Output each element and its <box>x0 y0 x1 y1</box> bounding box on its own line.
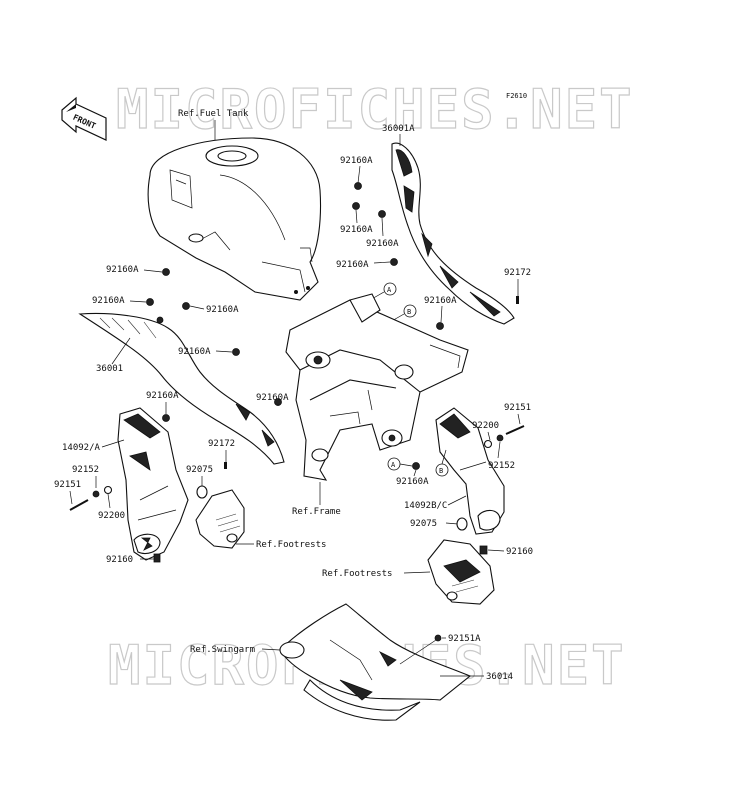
label-92160a-r3: 92160A <box>366 239 399 249</box>
front-arrow-icon: FRONT <box>61 96 107 141</box>
marker-b-right: B <box>435 463 449 477</box>
label-92151-l: 92151 <box>54 480 81 490</box>
label-92160a-r4: 92160A <box>336 260 369 270</box>
bolt-icon <box>434 634 442 642</box>
heel-guard-left-drawing <box>117 407 189 561</box>
label-36001a: 36001A <box>382 124 415 134</box>
label-92075-r: 92075 <box>410 519 437 529</box>
grommet-icon <box>153 553 161 563</box>
label-92151-r: 92151 <box>504 403 531 413</box>
label-92160a-l2: 92160A <box>92 296 125 306</box>
svg-text:A: A <box>387 286 392 294</box>
fuel-tank-drawing <box>147 137 322 301</box>
label-92160a-r5: 92160A <box>424 296 457 306</box>
frame-drawing <box>285 293 469 481</box>
side-cover-36001a-drawing <box>391 142 515 325</box>
label-92152-l: 92152 <box>72 465 99 475</box>
footrest-left-drawing <box>195 489 245 549</box>
label-92160a-l5: 92160A <box>146 391 179 401</box>
grommet-icon <box>412 462 420 470</box>
label-ref-fuel-tank: Ref.Fuel Tank <box>178 109 249 119</box>
label-92160a-l3: 92160A <box>206 305 239 315</box>
label-92160a-r2: 92160A <box>340 225 373 235</box>
label-36001: 36001 <box>96 364 123 374</box>
label-14092a: 14092/A <box>62 443 101 453</box>
label-ref-swingarm: Ref.Swingarm <box>190 645 255 655</box>
damper-icon <box>196 485 208 499</box>
grommet-icon <box>146 268 282 422</box>
label-92152-r: 92152 <box>488 461 515 471</box>
label-92160a-l1: 92160A <box>106 265 139 275</box>
watermark-top: MICROFICHES.NET <box>116 78 634 141</box>
label-14092bc: 14092B/C <box>404 501 447 511</box>
label-ref-footrests-l: Ref.Footrests <box>256 540 326 550</box>
label-ref-footrests-r: Ref.Footrests <box>322 569 392 579</box>
svg-text:B: B <box>439 467 443 475</box>
label-92160-l: 92160 <box>106 555 133 565</box>
label-92160-r: 92160 <box>506 547 533 557</box>
label-92160a-l4: 92160A <box>178 347 211 357</box>
grommet-icon <box>352 182 519 330</box>
side-cover-36001-drawing <box>78 312 285 465</box>
svg-text:B: B <box>407 308 411 316</box>
footrest-right-drawing <box>427 539 495 605</box>
bolt-icon <box>483 425 525 449</box>
label-92200-r: 92200 <box>472 421 499 431</box>
label-92200-l: 92200 <box>98 511 125 521</box>
label-92160a-c1: 92160A <box>256 393 289 403</box>
label-92160a-r1: 92160A <box>340 156 373 166</box>
label-92075-l: 92075 <box>186 465 213 475</box>
grommet-icon <box>479 545 488 555</box>
label-ref-frame: Ref.Frame <box>292 507 341 517</box>
label-92172-r: 92172 <box>504 268 531 278</box>
bolt-icon <box>224 462 227 469</box>
damper-icon <box>456 517 468 531</box>
label-36014: 36014 <box>486 672 513 682</box>
bolt-icon <box>69 485 113 511</box>
marker-a-right: A <box>387 457 401 471</box>
swingarm-cover-drawing <box>279 603 472 721</box>
label-92172-c: 92172 <box>208 439 235 449</box>
marker-b-top: B <box>403 304 417 318</box>
label-92160a-r6: 92160A <box>396 477 429 487</box>
label-92151a: 92151A <box>448 634 481 644</box>
svg-text:A: A <box>391 461 396 469</box>
marker-a-top: A <box>383 282 397 296</box>
heel-guard-right-drawing <box>435 407 505 535</box>
diagram-code: F2610 <box>506 92 527 100</box>
